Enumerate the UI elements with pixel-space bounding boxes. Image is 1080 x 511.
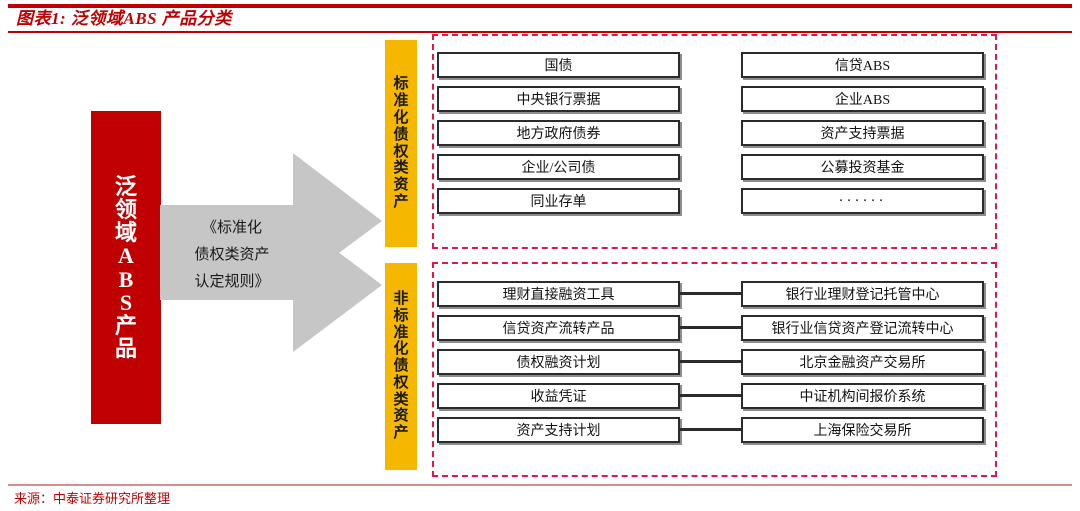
category-char: 非 [393, 290, 409, 307]
category-char: 产 [393, 425, 409, 442]
category-char: 化 [393, 341, 409, 358]
category-char: 化 [393, 109, 409, 126]
category-char: 资 [393, 408, 409, 425]
item-box[interactable]: 同业存单 [437, 188, 680, 214]
rule-label-line: 债权类资产 [194, 247, 270, 263]
connector-line [680, 394, 741, 397]
category-char: 资 [393, 177, 409, 194]
item-box[interactable]: 资产支持计划 [437, 417, 680, 443]
category-char: 产 [393, 193, 409, 210]
connector-line [680, 360, 741, 363]
item-column-standardized-left: 国债 中央银行票据 地方政府债券 企业/公司债 同业存单 [437, 52, 680, 222]
category-bar-non-standardized: 非 标 准 化 债 权 类 资 产 [385, 263, 417, 470]
item-column-non-standardized-right: 银行业理财登记托管中心 银行业信贷资产登记流转中心 北京金融资产交易所 中证机构… [741, 281, 984, 451]
item-box[interactable]: 上海保险交易所 [741, 417, 984, 443]
item-box[interactable]: 北京金融资产交易所 [741, 349, 984, 375]
item-box[interactable]: 信贷资产流转产品 [437, 315, 680, 341]
banner-char: 产 [114, 312, 137, 338]
item-box[interactable]: 收益凭证 [437, 383, 680, 409]
category-char: 类 [393, 160, 409, 177]
group-box-non-standardized [432, 262, 997, 477]
category-char: 权 [393, 374, 409, 391]
group-box-standardized [432, 34, 997, 249]
item-column-standardized-right: 信贷ABS 企业ABS 资产支持票据 公募投资基金 ······ [741, 52, 984, 222]
category-char: 类 [393, 391, 409, 408]
split-arrow-shape [160, 135, 382, 370]
item-box[interactable]: 债权融资计划 [437, 349, 680, 375]
item-box-ellipsis[interactable]: ······ [741, 188, 984, 214]
category-char: 债 [393, 126, 409, 143]
item-box[interactable]: 公募投资基金 [741, 154, 984, 180]
item-box[interactable]: 银行业信贷资产登记流转中心 [741, 315, 984, 341]
item-box[interactable]: 中证机构间报价系统 [741, 383, 984, 409]
banner-char: 泛 [114, 174, 137, 200]
item-box[interactable]: 银行业理财登记托管中心 [741, 281, 984, 307]
category-char: 准 [393, 324, 409, 341]
left-red-banner: 泛 领 域 A B S 产 品 [91, 111, 161, 424]
banner-char: 领 [114, 197, 137, 223]
rule-label: 《标准化 债权类资产 认定规则》 [172, 215, 292, 297]
category-bar-standardized: 标 准 化 债 权 类 资 产 [385, 40, 417, 247]
item-box[interactable]: 企业ABS [741, 86, 984, 112]
category-char: 准 [393, 93, 409, 110]
banner-char: B [118, 266, 134, 292]
banner-char: 域 [114, 220, 137, 246]
connector-line [680, 326, 741, 329]
item-box[interactable]: 企业/公司债 [437, 154, 680, 180]
category-char: 债 [393, 358, 409, 375]
category-char: 标 [393, 76, 409, 93]
rule-label-line: 认定规则》 [194, 274, 270, 290]
item-box[interactable]: 地方政府债券 [437, 120, 680, 146]
header-rule-bottom [8, 31, 1072, 33]
connector-line [680, 428, 741, 431]
banner-char: 品 [114, 335, 137, 361]
rule-label-line: 《标准化 [201, 220, 262, 236]
header-rule-top [8, 4, 1072, 8]
item-column-non-standardized-left: 理财直接融资工具 信贷资产流转产品 债权融资计划 收益凭证 资产支持计划 [437, 281, 680, 451]
banner-char: A [118, 243, 134, 269]
item-box[interactable]: 资产支持票据 [741, 120, 984, 146]
page-title: 图表1: 泛领域ABS 产品分类 [16, 9, 232, 28]
category-char: 标 [393, 307, 409, 324]
banner-char: S [119, 289, 133, 315]
item-box[interactable]: 中央银行票据 [437, 86, 680, 112]
item-box[interactable]: 国债 [437, 52, 680, 78]
item-box[interactable]: 理财直接融资工具 [437, 281, 680, 307]
connector-line [680, 292, 741, 295]
category-char: 权 [393, 143, 409, 160]
footer-rule [8, 484, 1072, 486]
item-box[interactable]: 信贷ABS [741, 52, 984, 78]
source-note: 来源：中泰证券研究所整理 [14, 491, 171, 506]
